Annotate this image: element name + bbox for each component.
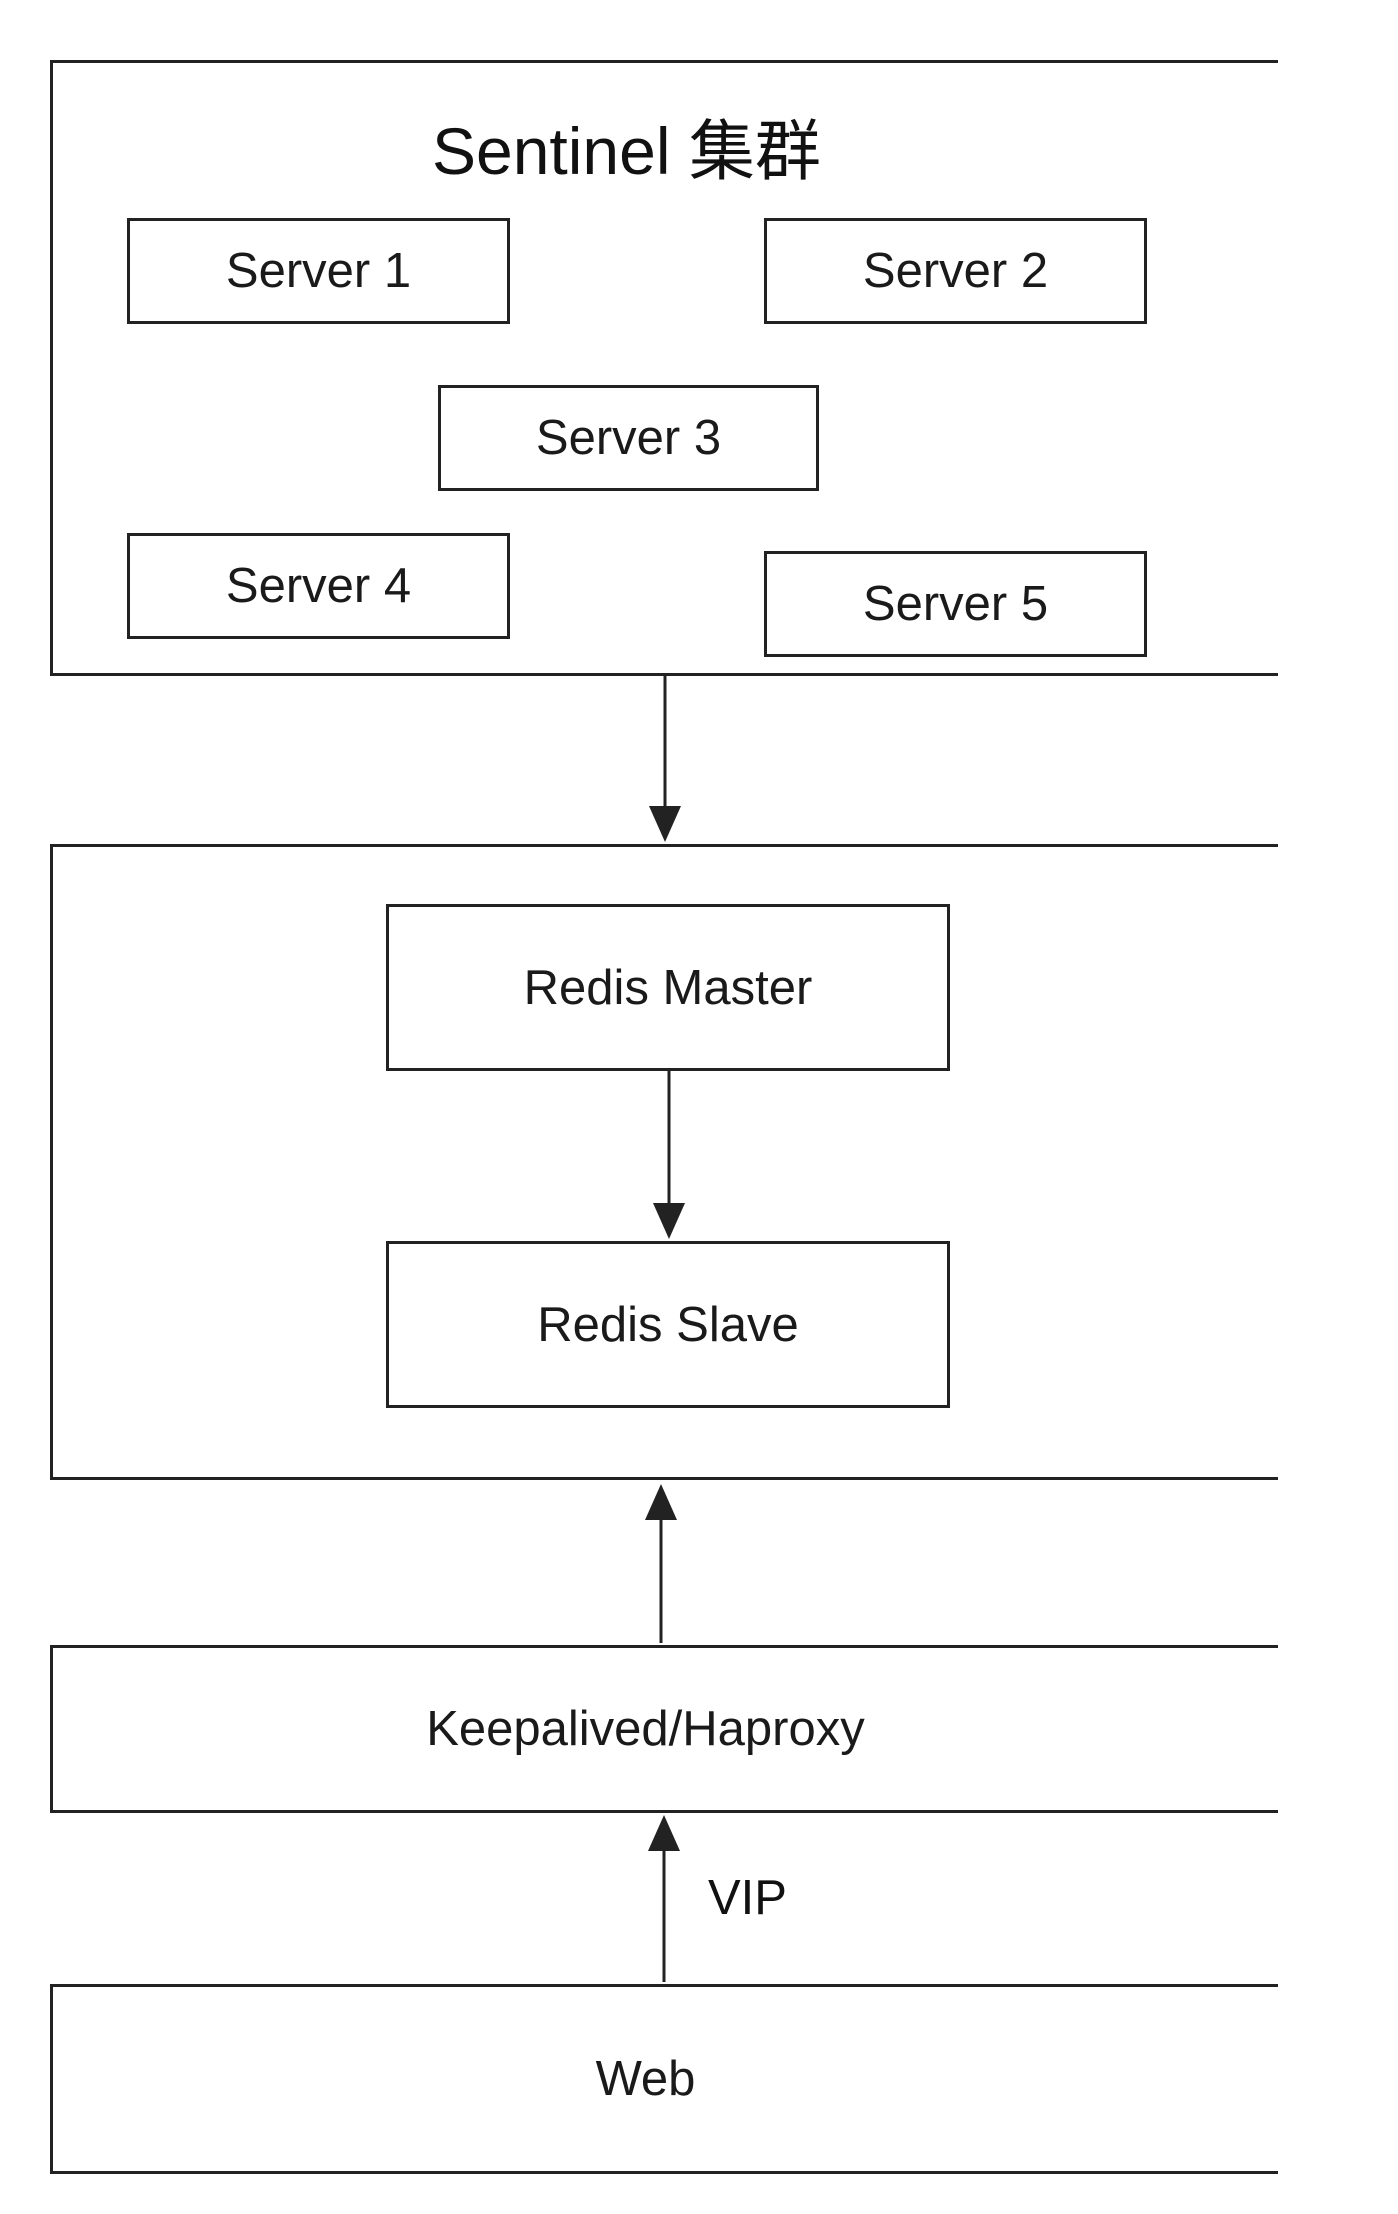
sentinel-server-2: Server 2 <box>764 218 1147 324</box>
arrow-web-to-proxy <box>648 1815 680 1982</box>
vip-label: VIP <box>708 1871 787 1925</box>
sentinel-server-1: Server 1 <box>127 218 510 324</box>
sentinel-server-3: Server 3 <box>438 385 819 491</box>
web-node: Web <box>50 1984 1278 2174</box>
sentinel-server-4: Server 4 <box>127 533 510 639</box>
sentinel-server-5: Server 5 <box>764 551 1147 657</box>
sentinel-cluster-title: Sentinel 集群 <box>432 114 821 188</box>
arrow-proxy-to-redis <box>645 1484 677 1643</box>
redis-master: Redis Master <box>386 904 950 1071</box>
arrow-sentinel-to-redis <box>649 676 681 842</box>
keepalived-haproxy: Keepalived/Haproxy <box>50 1645 1278 1813</box>
redis-slave: Redis Slave <box>386 1241 950 1408</box>
